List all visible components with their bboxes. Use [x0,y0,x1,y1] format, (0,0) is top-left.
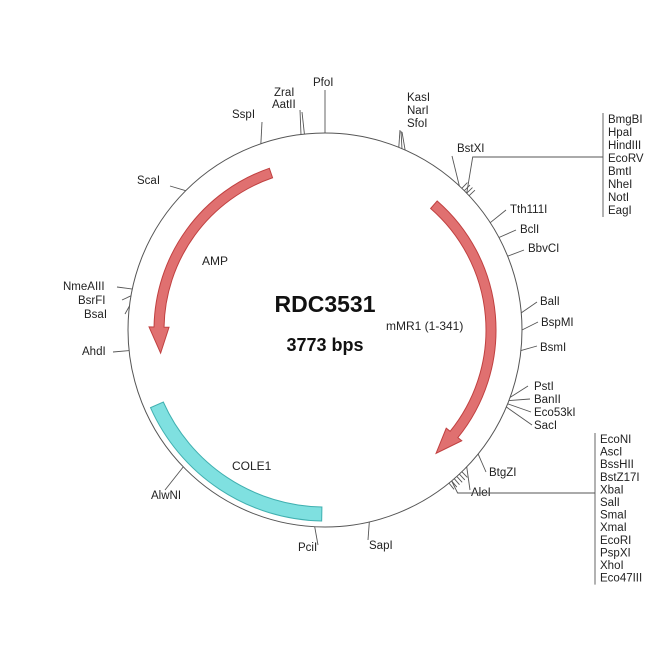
site-tick [451,155,460,187]
site-bsshii: BssHII [600,459,634,471]
site-xbai: XbaI [600,484,624,496]
site-psti: PstI [534,381,554,393]
site-tick [520,345,538,352]
site-bsmi: BsmI [540,342,566,354]
site-tick [164,466,184,491]
site-tick [489,209,507,224]
site-tick [169,185,186,192]
site-cluster-2: EcoNIAscIBssHIIBstZ17IXbaISalISmaIXmaIEc… [451,433,642,585]
site-tth111i: Tth111I [510,204,547,216]
plasmid-length: 3773 bps [286,335,363,355]
cluster-leader [466,156,603,194]
site-tick [506,406,533,426]
site-eco47iii: Eco47III [600,573,642,585]
site-tick [466,187,473,194]
site-sspi: SspI [232,109,255,121]
feature-band-cole1[interactable] [149,401,323,522]
site-hindiii: HindIII [608,140,641,152]
site-tick [498,229,517,238]
site-tick [459,473,466,481]
site-eco53ki: Eco53kI [534,407,576,419]
site-bstxi: BstXI [457,143,484,155]
site-tick [314,526,319,546]
site-tick [507,249,525,257]
site-bbvci: BbvCI [528,243,559,255]
site-hpai: HpaI [608,127,632,139]
site-tick [367,521,370,541]
feature-arrow-mmr1[interactable] [429,200,497,455]
site-tick [260,121,263,144]
site-tick [521,321,539,331]
site-xhoi: XhoI [600,560,624,572]
site-tick [121,295,132,301]
site-tick [461,182,468,189]
site-bali: BalI [540,296,560,308]
feature-label-amp: AMP [202,254,228,268]
site-tick [468,189,476,196]
site-scai: ScaI [137,175,160,187]
feature-arrow-amp[interactable] [148,167,274,355]
site-noti: NotI [608,192,629,204]
plasmid-name: RDC3531 [275,291,376,317]
site-tick [509,385,529,398]
site-smai: SmaI [600,510,627,522]
site-asci: AscI [600,447,622,459]
site-tick [463,184,471,192]
site-tick [124,305,130,315]
site-tick [448,482,455,490]
site-econi: EcoNI [600,434,631,446]
site-tick [116,286,133,290]
site-kasi: KasI [407,92,430,104]
site-zrai: ZraI [274,87,294,99]
site-tick [398,129,401,148]
site-eagi: EagI [608,205,632,217]
site-bsrfi: BsrFI [78,295,105,307]
site-tick [453,478,460,486]
site-bsai: BsaI [84,309,107,321]
site-ecori: EcoRI [600,535,631,547]
site-pcii: PciI [298,542,317,554]
site-btgzi: BtgZI [489,467,516,479]
site-tick [507,403,532,413]
site-tick [466,466,471,491]
site-bcli: BclI [520,224,539,236]
site-ahdi: AhdI [82,346,106,358]
site-tick [400,130,403,149]
site-ecorv: EcoRV [608,153,644,165]
site-bspmi: BspMI [541,317,574,329]
site-tick [299,109,302,135]
site-pspxi: PspXI [600,547,631,559]
site-pfoi: PfoI [313,77,333,89]
site-xmai: XmaI [600,522,627,534]
site-banii: BanII [534,394,561,406]
site-alwni: AlwNI [151,490,181,502]
feature-label-cole1: COLE1 [232,459,272,473]
site-bstz17i: BstZ17I [600,472,640,484]
site-tick [520,301,538,314]
site-bmti: BmtI [608,166,632,178]
site-tick [456,476,463,483]
site-bmgbi: BmgBI [608,114,643,126]
site-sfoi: SfoI [407,118,427,130]
site-tick [508,398,531,402]
site-tick [477,453,487,473]
site-tick [112,350,130,353]
site-sapi: SapI [369,540,393,552]
site-nari: NarI [407,105,429,117]
site-aatii: AatII [272,99,296,111]
site-tick [301,111,305,135]
feature-label-mmr1: mMR1 (1-341) [386,319,463,333]
cluster-leader [451,480,595,494]
site-saci: SacI [534,420,557,432]
site-tick [461,471,468,478]
site-sali: SalI [600,497,620,509]
site-nhei: NheI [608,179,632,191]
site-tick [401,131,406,151]
site-nmeaiii: NmeAIII [63,281,105,293]
